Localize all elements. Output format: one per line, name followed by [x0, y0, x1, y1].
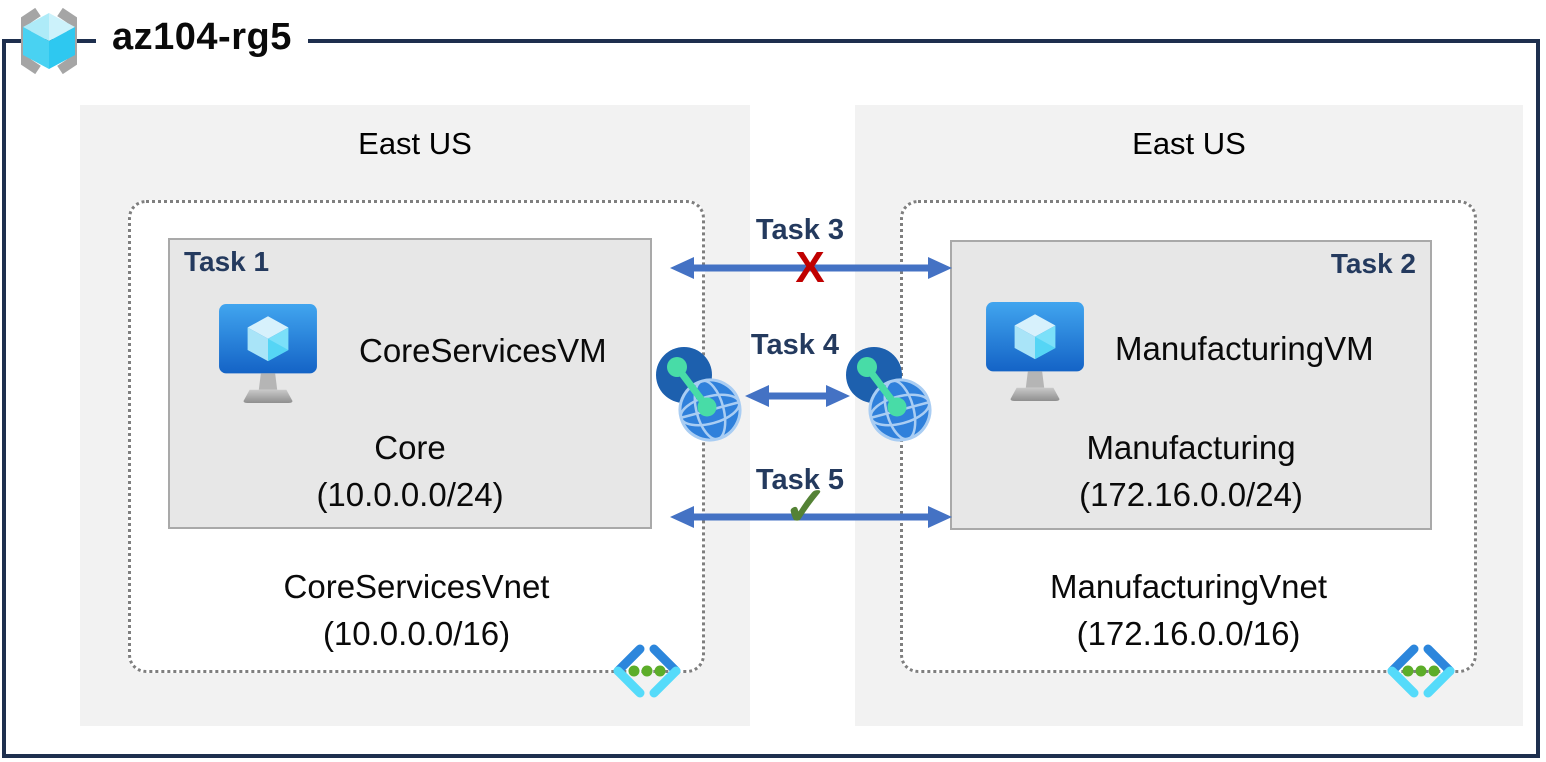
- task5-double-arrow: [670, 506, 952, 528]
- task4-double-arrow: [745, 385, 850, 407]
- vm-name: ManufacturingVM: [1115, 330, 1374, 367]
- vnet-cidr: (172.16.0.0/16): [1076, 615, 1301, 652]
- network-peering-icon: [656, 347, 742, 442]
- subnet-cidr: (172.16.0.0/24): [1079, 476, 1303, 513]
- task3-double-arrow: [670, 257, 952, 279]
- task3-label: Task 3: [755, 214, 845, 246]
- vnet-cidr: (10.0.0.0/16): [322, 615, 511, 652]
- task5-label: Task 5: [755, 464, 845, 496]
- virtual-network-icon: [613, 644, 681, 698]
- vnet-name-manufacturing: ManufacturingVnet (172.16.0.0/16): [900, 563, 1477, 657]
- region-left-label: East US: [358, 126, 472, 161]
- vm-name: CoreServicesVM: [359, 332, 607, 369]
- subnet-cidr: (10.0.0.0/24): [316, 476, 504, 513]
- resource-group-border: [2, 39, 1540, 758]
- vnet-name-coreservices: CoreServicesVnet (10.0.0.0/16): [128, 563, 705, 657]
- task2-label: Task 2: [1330, 248, 1416, 279]
- task4-label: Task 4: [750, 329, 840, 361]
- allowed-check-marker: ✓: [783, 477, 829, 537]
- subnet-name: Core: [374, 429, 446, 466]
- subnet-box-core: Task 1 CoreServicesVM Core (10.0.0.0/24): [168, 238, 652, 529]
- subnet-name: Manufacturing: [1086, 429, 1296, 466]
- region-right-label: East US: [1132, 126, 1246, 161]
- subnet-box-manufacturing: Task 2 ManufacturingVM Manufacturing (17…: [950, 240, 1432, 530]
- virtual-network-icon: [1387, 644, 1455, 698]
- vm-icon: [219, 304, 317, 403]
- vnet-name: CoreServicesVnet: [283, 568, 550, 605]
- vnet-name: ManufacturingVnet: [1049, 568, 1327, 605]
- resource-group-icon: [21, 7, 77, 75]
- resource-group-title: az104-rg5: [96, 12, 308, 62]
- task1-label: Task 1: [184, 246, 270, 277]
- blocked-x-marker: X: [795, 243, 825, 292]
- vm-icon: [986, 302, 1084, 401]
- network-peering-icon: [846, 347, 932, 442]
